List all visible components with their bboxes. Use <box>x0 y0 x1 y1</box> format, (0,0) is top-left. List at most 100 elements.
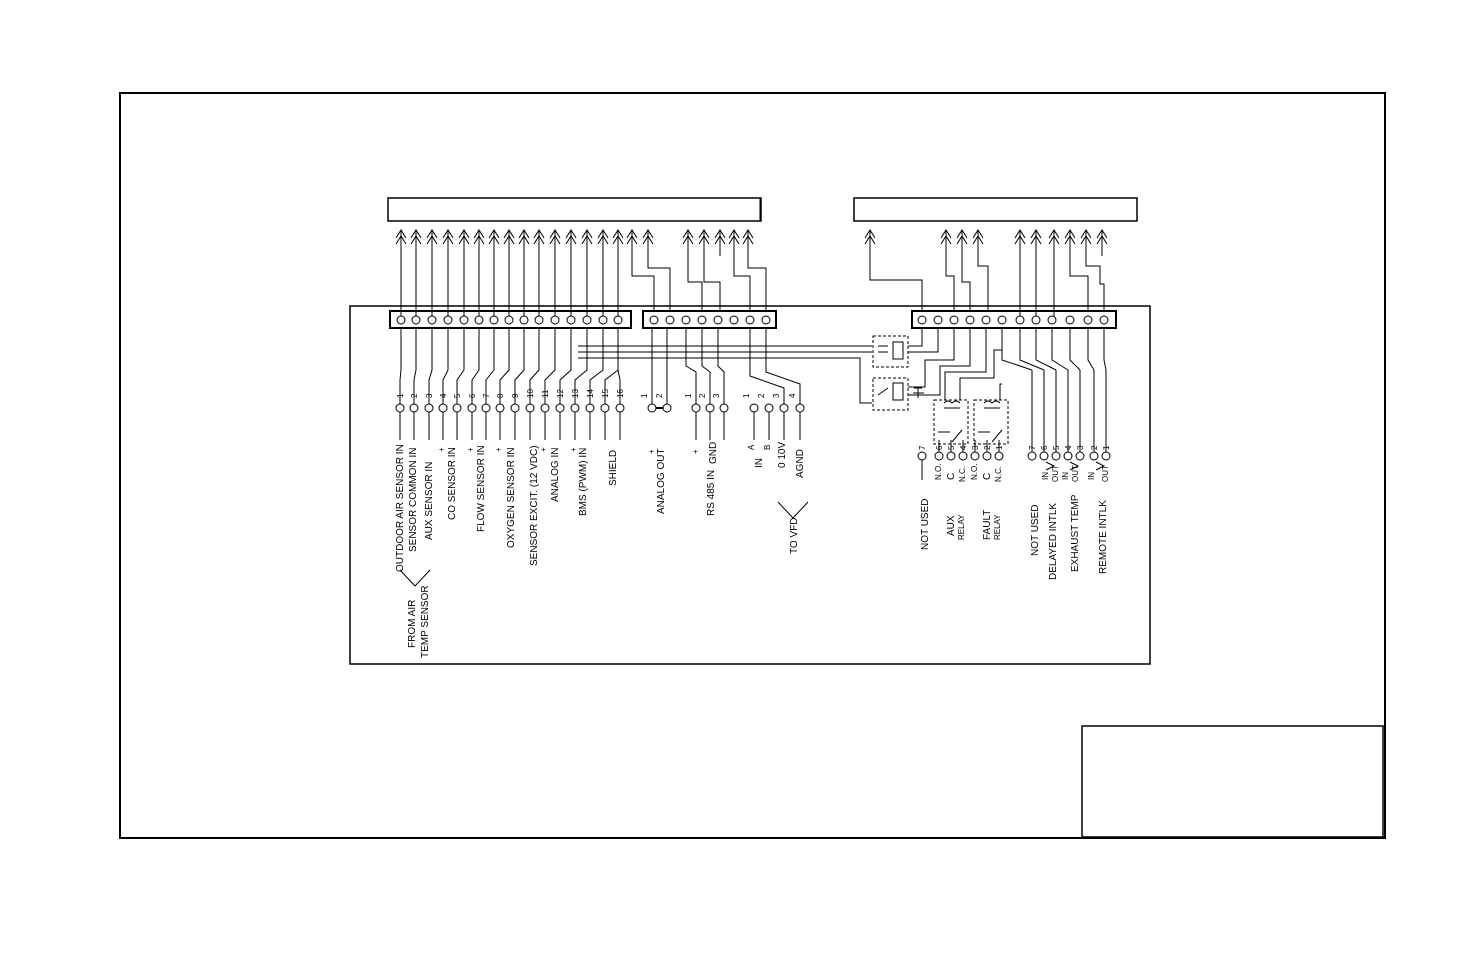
relay-lug <box>994 451 1004 461</box>
upper-connector-arrow <box>864 229 876 256</box>
right-terminal <box>1047 315 1057 325</box>
interlock-lug <box>1039 451 1049 461</box>
polarity-mark: + <box>437 447 446 452</box>
rs485-number: 2 <box>698 393 707 398</box>
vfd-lug <box>764 403 774 413</box>
upper-connector-arrow <box>410 229 422 256</box>
sensor-lug <box>424 403 434 413</box>
upper-connector-arrow <box>1064 229 1076 256</box>
upper-connector-arrow <box>549 229 561 256</box>
left-terminal <box>459 315 469 325</box>
sensor-lug-route <box>514 328 525 404</box>
gnd-label: GND <box>708 442 719 464</box>
right-terminal <box>917 315 927 325</box>
fault-label: FAULT <box>982 510 993 540</box>
relay-number: 7 <box>918 445 927 450</box>
upper-connector-arrow <box>581 229 593 256</box>
right-terminal <box>997 315 1007 325</box>
sensor-lug <box>540 403 550 413</box>
terminal-strip-right <box>911 310 1117 329</box>
upper-connector-arrow <box>1014 229 1026 256</box>
sensor-lug <box>600 403 610 413</box>
sensor-lug-route <box>529 328 540 404</box>
left-terminal <box>550 315 560 325</box>
sensor-lug-route <box>428 328 433 404</box>
left-terminal <box>582 315 592 325</box>
aux-label: AUX <box>946 515 957 536</box>
fault-no: N.O. <box>970 464 979 480</box>
air-temp-note-2: TEMP SENSOR <box>420 585 431 658</box>
sensor-lug-route <box>442 328 449 404</box>
interlock-route <box>1019 328 1045 371</box>
right-terminal <box>1099 315 1109 325</box>
left-terminal <box>427 315 437 325</box>
drawing-frame <box>119 92 1386 839</box>
aux-sensor-label: AUX SENSOR IN <box>424 462 435 540</box>
sensor-lug <box>409 403 419 413</box>
sensor-common-label: SENSOR COMMON IN <box>408 448 419 552</box>
left-terminal <box>566 315 576 325</box>
rs485-number: 3 <box>712 393 721 398</box>
air-temp-note-1: FROM AIR <box>407 600 418 648</box>
sensor-lug <box>452 403 462 413</box>
polarity-analog-out: + <box>647 449 656 454</box>
sensor-lug-route <box>456 328 465 404</box>
exhaust-temp-label: EXHAUST TEMP <box>1070 494 1081 572</box>
co-sensor-label: CO SENSOR IN <box>447 447 458 520</box>
middle-terminal <box>713 315 723 325</box>
sensor-excit-label: SENSOR EXCIT. (12 VDC) <box>529 445 540 566</box>
bms-pwm-label: BMS (PWM) IN <box>578 448 589 516</box>
upper-connector-arrow <box>642 229 654 256</box>
interlock-route <box>1087 328 1095 371</box>
left-terminal <box>411 315 421 325</box>
left-terminal <box>598 315 608 325</box>
rs485-lug <box>705 403 715 413</box>
upper-connector-arrow <box>488 229 500 256</box>
aux-relay-label: RELAY <box>957 514 966 540</box>
rs485-route <box>717 328 725 404</box>
middle-terminal <box>745 315 755 325</box>
upper-connector-arrow <box>742 229 754 256</box>
rs485-pin-b: B <box>763 445 772 450</box>
terminal-strip-left <box>389 310 632 329</box>
to-vfd-label: TO VFD <box>789 518 800 554</box>
sensor-lug-route <box>559 328 572 404</box>
interlock-lug <box>1089 451 1099 461</box>
upper-connector-arrow <box>1030 229 1042 256</box>
in-label: IN <box>754 458 765 468</box>
interlock-labels: NOT USED DELAYED INTLK EXHAUST TEMP REMO… <box>1030 465 1110 580</box>
vfd-lug <box>795 403 805 413</box>
air-temp-sensor-arrow <box>399 569 431 587</box>
sensor-lug <box>438 403 448 413</box>
fault-c: C <box>982 473 993 480</box>
relay-not-used-label: NOT USED <box>920 499 931 551</box>
upper-connector-arrow <box>426 229 438 256</box>
polarity-rs485: + <box>691 449 700 454</box>
right-terminal <box>1015 315 1025 325</box>
sensor-lug <box>467 403 477 413</box>
delayed-out: OUT <box>1051 465 1060 482</box>
left-terminal <box>489 315 499 325</box>
sensor-lug-route <box>485 328 495 404</box>
upper-connector-arrow <box>728 229 740 256</box>
analog-out-label: ANALOG OUT <box>656 448 667 514</box>
flow-sensor-label: FLOW SENSOR IN <box>476 445 487 532</box>
upper-connector-arrow <box>503 229 515 256</box>
vfd-number: 2 <box>757 393 766 398</box>
right-terminal <box>949 315 959 325</box>
vfd-lug <box>749 403 759 413</box>
sensor-lug <box>585 403 595 413</box>
interlock-route <box>1051 328 1069 371</box>
oxygen-sensor-label: OXYGEN SENSOR IN <box>506 447 517 548</box>
relay-lug <box>946 451 956 461</box>
aux-c: C <box>946 473 957 480</box>
fault-nc: N.C. <box>994 466 1003 482</box>
rs485-lug <box>691 403 701 413</box>
sensor-lug <box>570 403 580 413</box>
middle-labels: ANALOG OUT RS 485 IN GND IN A B 0 10V AG… <box>647 442 806 554</box>
rs485-lug <box>719 403 729 413</box>
interlock-number: 2 <box>1090 445 1099 450</box>
polarity-mark: + <box>569 447 578 452</box>
outdoor-air-sensor-label: OUTDOOR AIR SENSOR IN <box>395 444 406 572</box>
terminal-strip-middle <box>642 310 777 329</box>
